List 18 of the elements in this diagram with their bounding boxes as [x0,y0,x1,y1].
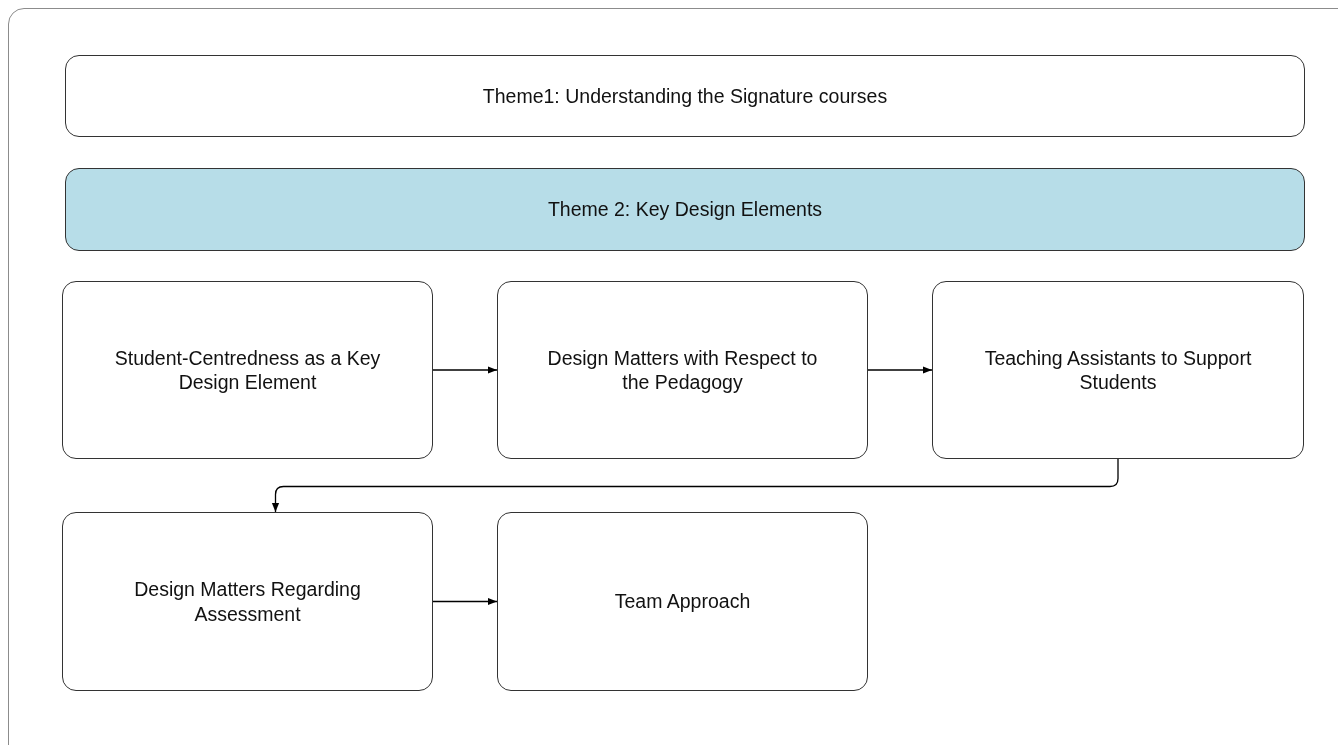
process-box [62,281,433,459]
process-box [932,281,1304,459]
process-box [497,281,868,459]
process-box [497,512,868,691]
arrow [271,458,1119,513]
box-label: Teaching Assistants to Support Students [983,345,1253,395]
arrow [432,597,498,606]
theme-banner [65,168,1305,251]
arrow [432,366,498,374]
box-label: Team Approach [614,589,751,614]
box-label: Design Matters with Respect to the Pedagogy [546,345,819,395]
box-label: Student-Centredness as a Key Design Element [113,345,382,395]
box-label: Design Matters Regarding Assessment [133,577,362,626]
process-box [65,55,1305,137]
process-box [62,512,433,691]
box-label: Theme 2: Key Design Elements [547,197,823,222]
box-label: Theme1: Understanding the Signature courses [482,83,888,109]
arrow [867,366,933,374]
